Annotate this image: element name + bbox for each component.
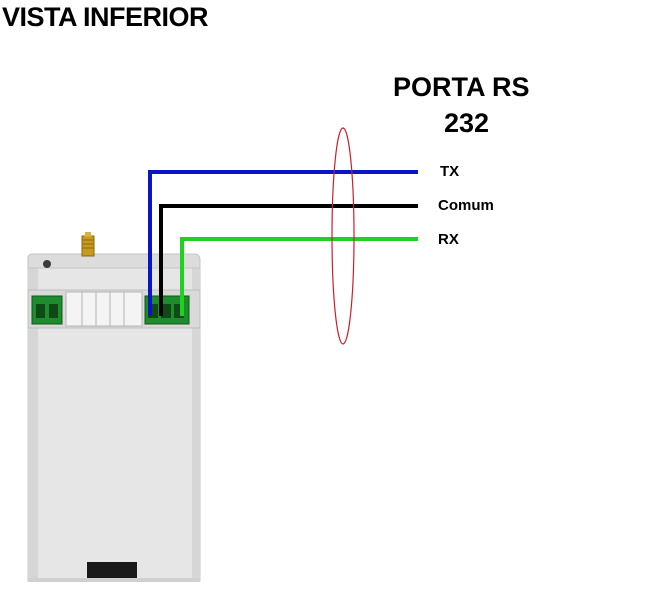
- port-title-line2: 232: [444, 108, 490, 138]
- wire-rx: [180, 237, 418, 316]
- diagram-title: VISTA INFERIOR: [2, 2, 209, 32]
- device-enclosure: [27, 232, 201, 582]
- device-body-shade-right: [192, 268, 200, 581]
- wire-label-tx: TX: [440, 163, 460, 180]
- wire-tx: [148, 170, 418, 316]
- cable-bundle-ellipse: [331, 127, 355, 345]
- din-clip: [87, 562, 137, 582]
- left-terminal-block: [31, 295, 63, 325]
- rs232-terminal-block: [144, 295, 190, 325]
- wire-label-rx: RX: [438, 231, 459, 248]
- device-top-cap: [27, 253, 201, 269]
- device-body-shade: [28, 268, 38, 581]
- middle-keys: [65, 291, 143, 327]
- wire-label-comum: Comum: [438, 197, 494, 214]
- port-title-line1: PORTA RS: [393, 72, 530, 102]
- antenna-connector-icon: [81, 232, 95, 257]
- status-led-icon: [43, 260, 51, 268]
